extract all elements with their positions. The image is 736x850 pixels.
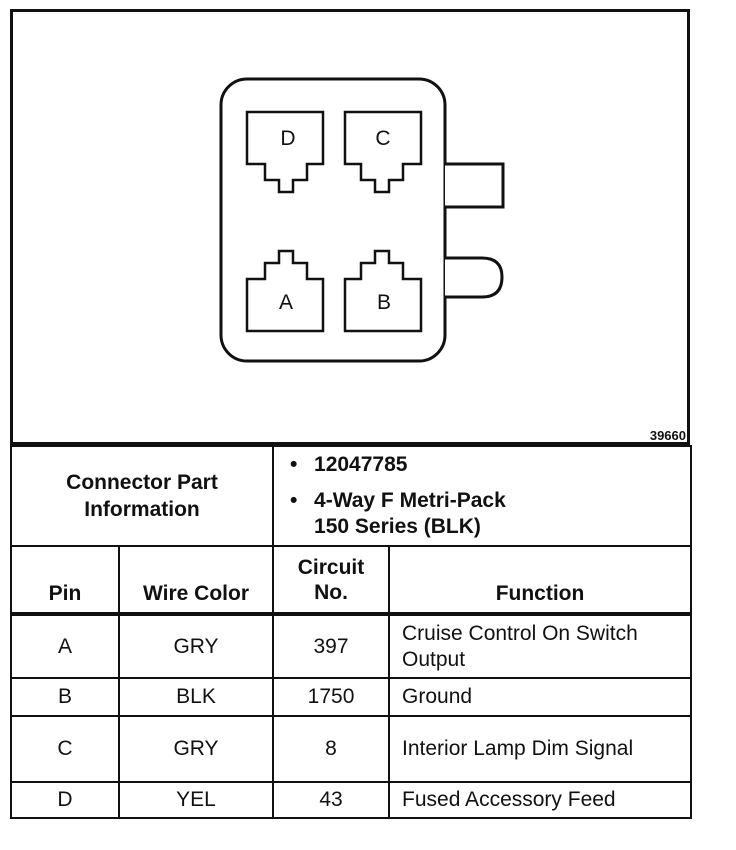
connector-description-2: 150 Series (BLK) [314,515,481,538]
header-pin: Pin [10,545,120,615]
function-cell: Interior Lamp Dim Signal [388,715,693,783]
cavity-label-c: C [375,127,391,150]
connector-face-diagram [10,9,690,445]
header-row: Pin Wire Color Circuit No. Function [10,545,693,615]
wire-color-cell: GRY [117,612,275,679]
figure-border [10,9,690,445]
circuit-cell: 1750 [272,677,391,717]
table-row: C GRY 8 Interior Lamp Dim Signal [10,715,693,783]
header-circuit: Circuit No. [272,545,391,615]
polarization-key [445,256,504,299]
table-row: A GRY 397 Cruise Control On Switch Outpu… [10,612,693,679]
connector-description-1: 4-Way F Metri-Pack [290,488,690,514]
header-circuit-line2: No. [314,580,348,604]
cavity-label-d: D [280,127,296,150]
function-cell: Fused Accessory Feed [388,781,693,819]
connector-info-row: Connector Part Information 12047785 4-Wa… [9,445,693,547]
wire-color-cell: YEL [117,781,275,819]
cavity-label-a: A [278,291,294,314]
cavity-a [245,249,325,333]
connector-info-label: Connector Part Information [9,445,275,547]
circuit-cell: 397 [272,612,391,679]
header-function: Function [388,545,693,615]
wire-color-cell: GRY [117,715,275,783]
wire-color-cell: BLK [117,677,275,717]
pin-cell: B [10,677,120,717]
pin-cell: A [10,612,120,679]
header-wire-color: Wire Color [117,545,275,615]
figure-number: 39660 [649,428,686,443]
cavity-c [343,110,423,194]
pin-cell: C [10,715,120,783]
pinout-table: Connector Part Information 12047785 4-Wa… [9,445,693,819]
part-number: 12047785 [290,452,690,478]
cavity-b [343,249,423,333]
pin-cell: D [10,781,120,819]
connector-info-details: 12047785 4-Way F Metri-Pack 150 Series (… [272,445,693,547]
function-cell: Cruise Control On Switch Output [388,612,693,679]
function-cell: Ground [388,677,693,717]
lock-tab [445,162,505,209]
cavity-label-b: B [376,291,392,314]
cavity-d [245,110,325,194]
table-row: D YEL 43 Fused Accessory Feed [10,781,693,819]
connector-info-label-text: Connector Part Information [66,471,218,521]
circuit-cell: 43 [272,781,391,819]
header-circuit-line1: Circuit [297,555,365,579]
table-row: B BLK 1750 Ground [10,677,693,717]
connector-sheet: D C A B 39660 Connector Part Information… [9,9,693,819]
circuit-cell: 8 [272,715,391,783]
